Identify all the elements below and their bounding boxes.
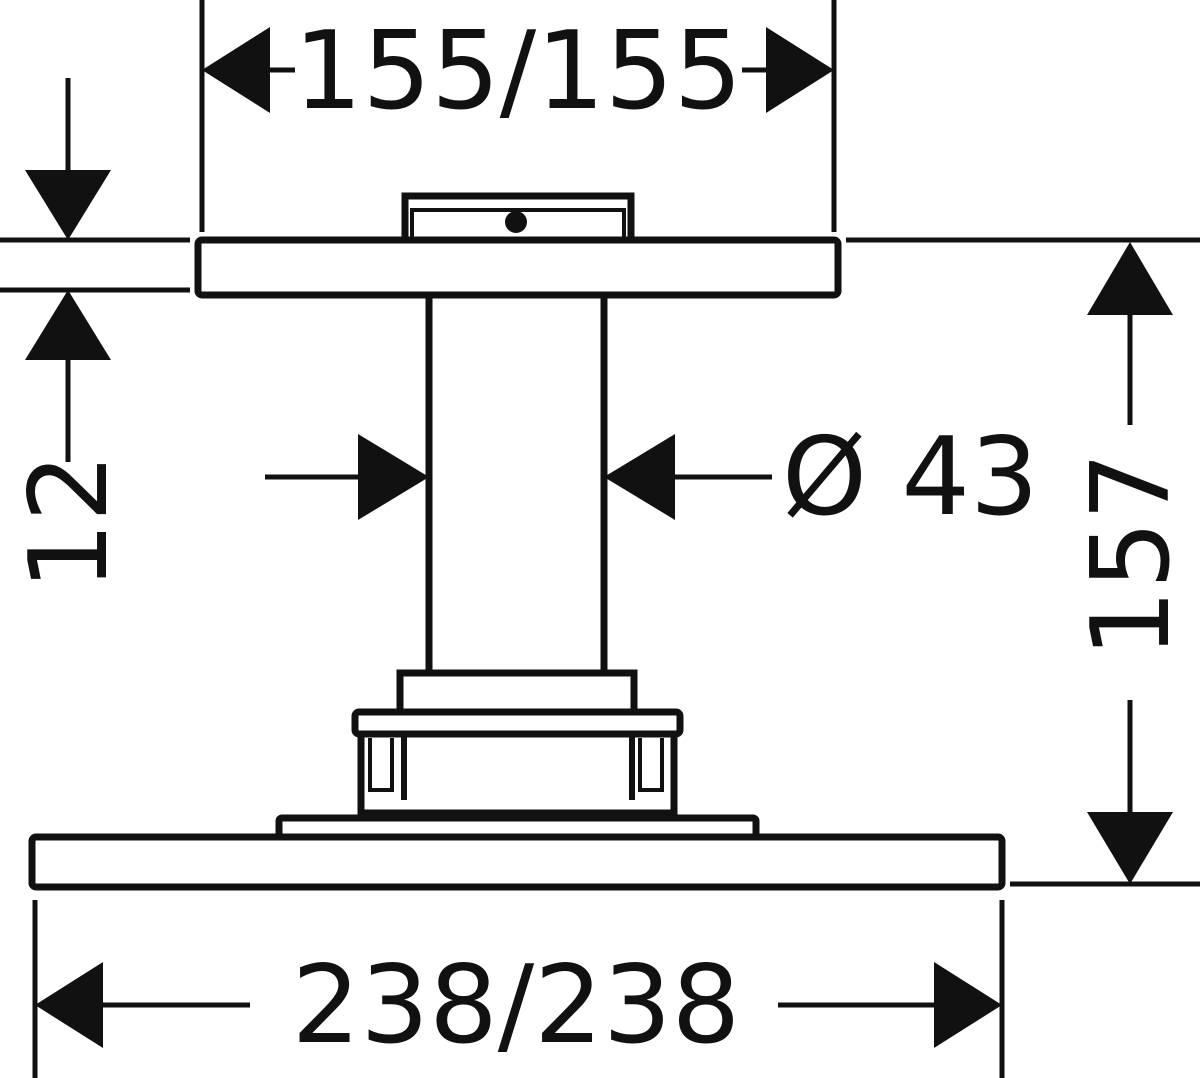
height-bottom-arrow <box>1087 812 1173 884</box>
diameter-left-arrow <box>358 434 429 520</box>
top-width-dimension: 155/155 <box>199 0 837 232</box>
bottom-width-label: 238/238 <box>292 943 741 1068</box>
screw-dot <box>505 211 527 233</box>
plate-thickness-label: 12 <box>7 453 132 590</box>
total-height-dimension: 157 <box>846 237 1200 887</box>
total-height-label: 157 <box>1069 452 1194 658</box>
diameter-label: Ø 43 <box>782 415 1039 540</box>
shower-head-plate <box>28 833 1006 891</box>
top-width-right-arrow <box>766 27 834 113</box>
ceiling-flange <box>194 192 842 299</box>
top-width-left-arrow <box>202 27 270 113</box>
bottom-width-left-arrow <box>35 962 103 1048</box>
shower-arm-pipe <box>425 295 608 670</box>
connector-joint <box>275 669 760 841</box>
plate-thickness-dimension: 12 <box>0 78 190 591</box>
diameter-dimension: Ø 43 <box>265 415 1039 540</box>
thickness-bottom-arrow <box>25 290 111 360</box>
thickness-top-arrow <box>25 170 111 240</box>
top-width-label: 155/155 <box>294 9 743 134</box>
diameter-right-arrow <box>604 434 675 520</box>
bottom-width-dimension: 238/238 <box>32 900 1005 1078</box>
bottom-width-right-arrow <box>934 962 1002 1048</box>
height-top-arrow <box>1087 242 1173 315</box>
